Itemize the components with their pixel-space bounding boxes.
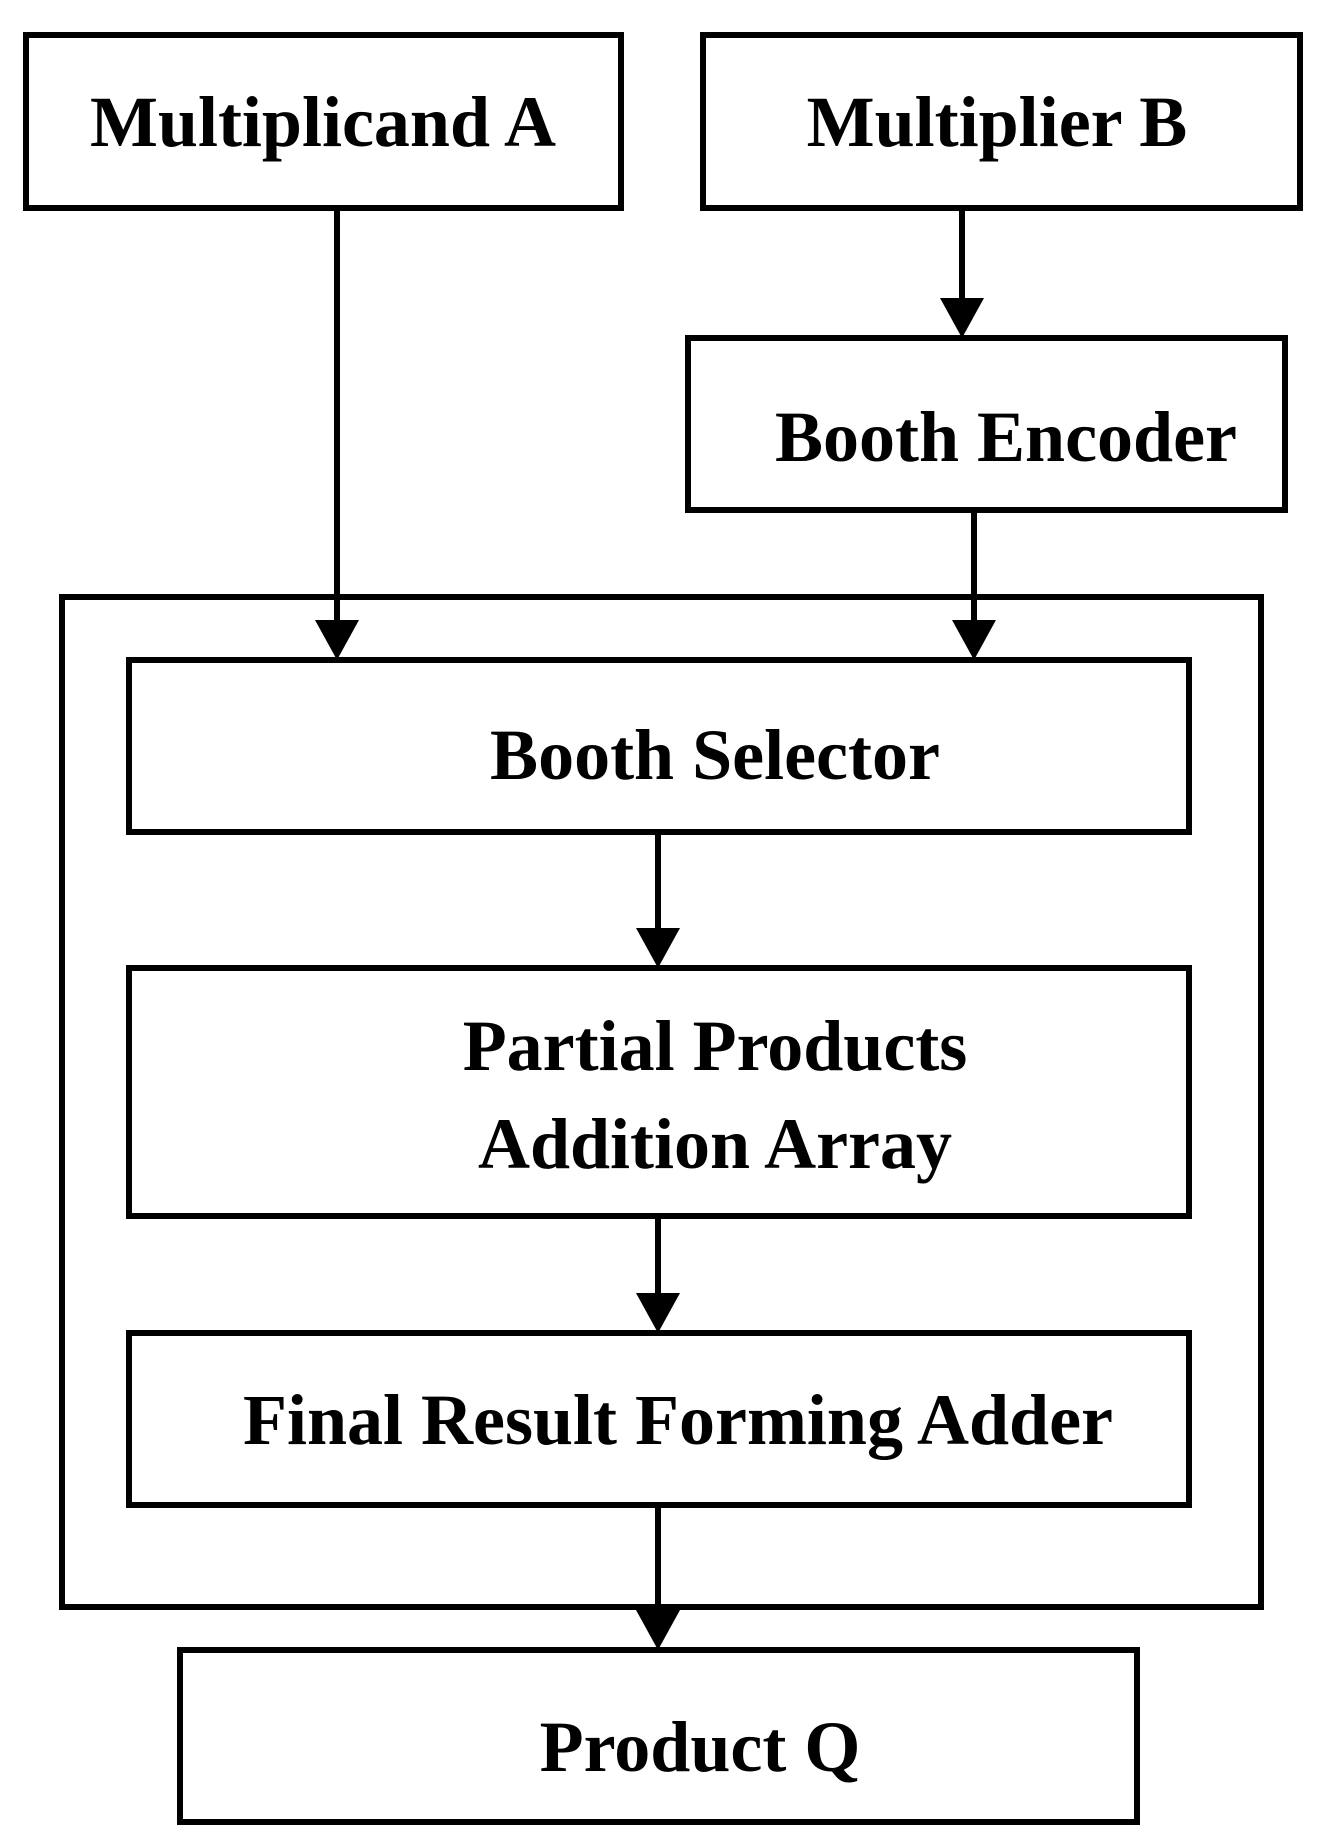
final-adder-node: Final Result Forming Adder [126,1330,1192,1508]
multiplier-node: Multiplier B [700,32,1303,211]
edge-booth-encoder-to-booth-selector [952,510,996,660]
multiplicand-label: Multiplicand A [90,82,556,162]
partial-products-node: Partial Products Addition Array [126,965,1192,1219]
arrowhead [636,1293,680,1333]
product-box [177,1647,1140,1825]
multiplicand-node: Multiplicand A [23,32,624,211]
edge-final-adder-to-product [636,1505,680,1650]
booth-selector-label: Booth Selector [490,715,940,795]
edge-partial-products-to-final-adder [636,1216,680,1333]
multiplier-box [700,32,1303,211]
partial-products-label-line-1: Partial Products [463,1006,968,1086]
booth-encoder-box [685,335,1288,513]
edge-booth-selector-to-partial-products [636,832,680,968]
arrowhead [952,620,996,660]
final-adder-label: Final Result Forming Adder [243,1380,1113,1460]
booth-selector-node: Booth Selector [126,657,1192,835]
arrowhead [315,620,359,660]
multiplier-label: Multiplier B [807,82,1188,162]
arrowhead [636,928,680,968]
product-node: Product Q [177,1647,1140,1825]
arrowhead [940,298,984,338]
booth-encoder-label: Booth Encoder [775,397,1237,477]
multiplicand-box [23,32,624,211]
multiplier-core-container [59,594,1264,1610]
booth-selector-box [126,657,1192,835]
arrowhead [636,1610,680,1650]
final-adder-box [126,1330,1192,1508]
booth-encoder-node: Booth Encoder [685,335,1288,513]
edge-multiplicand-to-booth-selector [315,208,359,660]
partial-products-label-line-2: Addition Array [478,1104,952,1184]
edge-multiplier-to-booth-encoder [940,208,984,338]
product-label: Product Q [540,1707,861,1787]
